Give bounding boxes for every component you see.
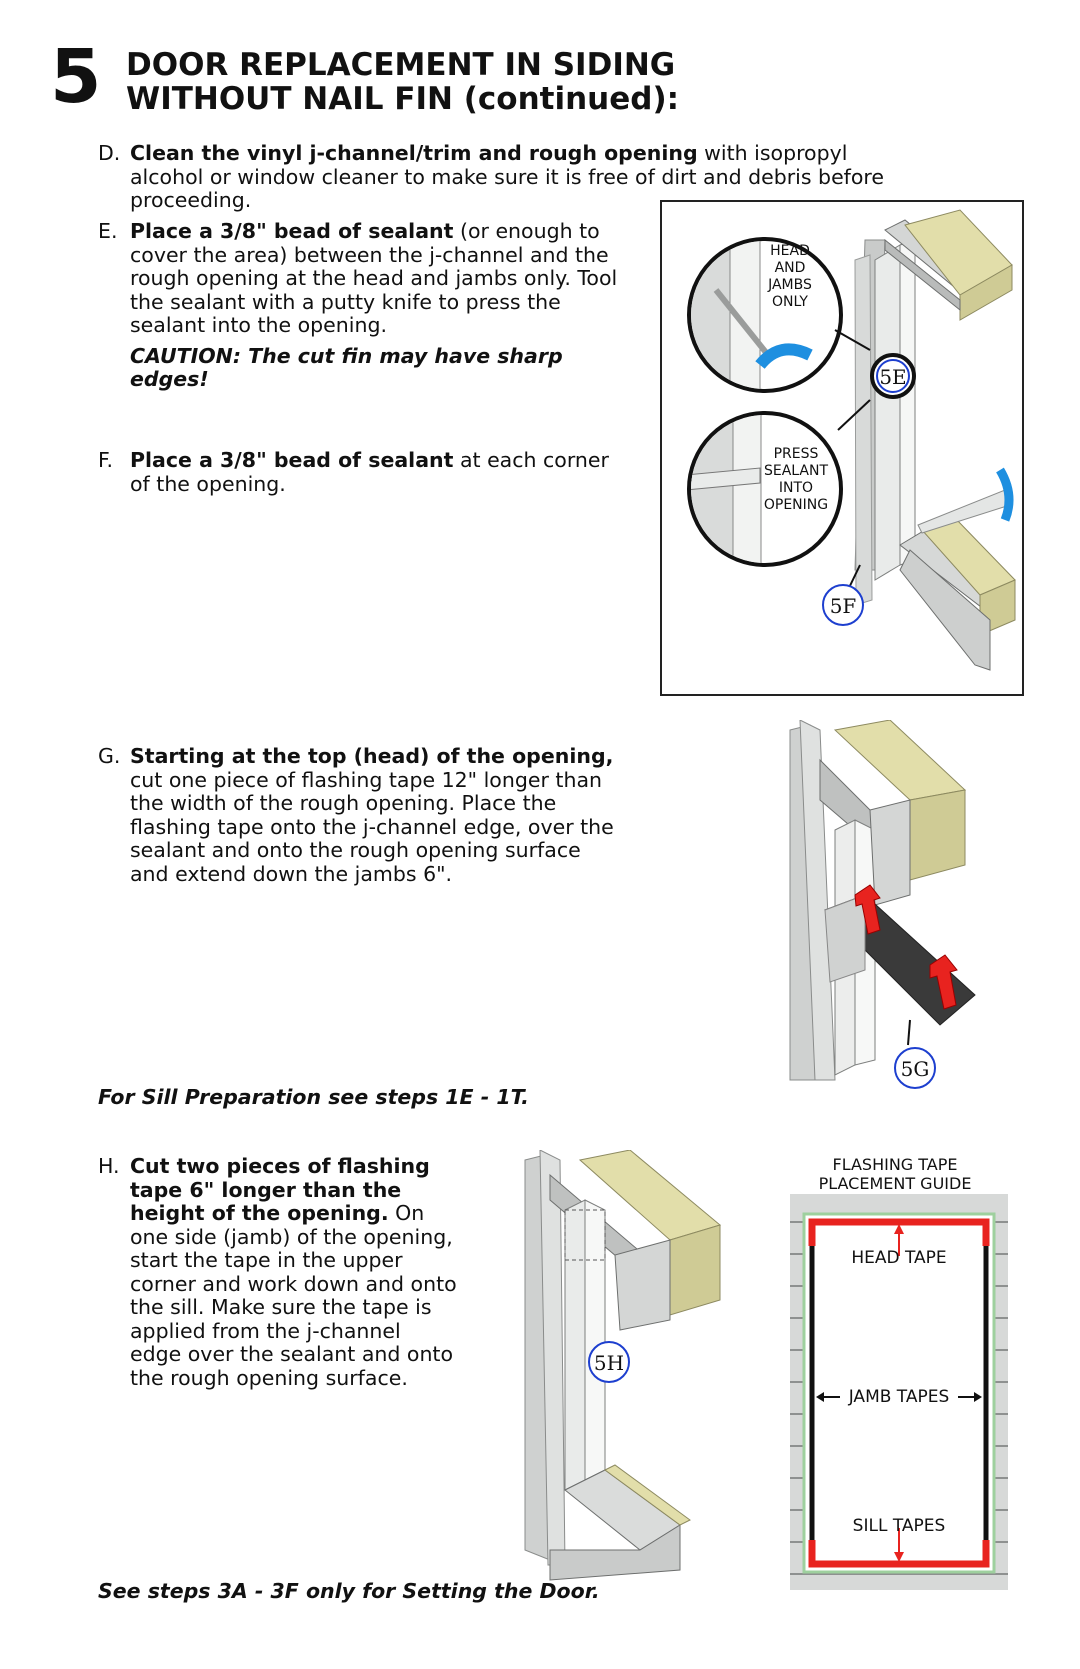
sealant-bead-icon [755, 343, 813, 370]
title-line-1: DOOR REPLACEMENT IN SIDING [126, 47, 676, 83]
step-e-bold: Place a 3/8" bead of sealant [130, 219, 454, 243]
step-f: F. Place a 3/8" bead of sealant at each … [98, 448, 618, 496]
red-arrow-icon [854, 884, 881, 935]
jamb-tapes-label: JAMB TAPES [848, 1387, 950, 1407]
figure-5h: 5H [524, 1150, 722, 1581]
step-letter: D. [98, 141, 121, 165]
head-tape-label: HEAD TAPE [851, 1248, 947, 1268]
door-setting-note: See steps 3A - 3F only for Setting the D… [98, 1579, 600, 1603]
placement-guide-title: FLASHING TAPE PLACEMENT GUIDE [790, 1155, 1000, 1193]
sill-tape-mark [808, 1540, 990, 1568]
guide-title-line-1: FLASHING TAPE [832, 1155, 958, 1174]
callout-5h: 5H [594, 1351, 624, 1375]
page-title: DOOR REPLACEMENT IN SIDING WITHOUT NAIL … [126, 48, 679, 116]
caution-note: CAUTION: The cut fin may have sharp edge… [130, 343, 563, 391]
step-letter: G. [98, 744, 121, 768]
step-h-text: On one side (jamb) of the opening, start… [130, 1201, 457, 1390]
step-h: H. Cut two pieces of flashing tape 6" lo… [98, 1154, 458, 1390]
callout-5g: 5G [901, 1057, 930, 1081]
callout-5f: 5F [830, 594, 857, 618]
step-g: G. Starting at the top (head) of the ope… [98, 744, 618, 886]
detail-top-label: HEAD AND JAMBS ONLY [768, 243, 812, 310]
sill-tapes-label: SILL TAPES [852, 1516, 946, 1536]
step-f-text: at each corner of the opening. [130, 448, 609, 496]
guide-title-line-2: PLACEMENT GUIDE [818, 1174, 972, 1193]
step-f-bold: Place a 3/8" bead of sealant [130, 448, 454, 472]
step-d: D. Clean the vinyl j-channel/trim and ro… [98, 141, 898, 213]
step-letter: H. [98, 1154, 120, 1178]
sealant-tube-icon [996, 467, 1014, 522]
step-letter: F. [98, 448, 114, 472]
step-d-bold: Clean the vinyl j-channel/trim and rough… [130, 141, 698, 165]
step-number: 5 [50, 34, 102, 120]
detail-bottom-label: PRESS SEALANT INTO OPENING [763, 446, 829, 513]
step-e: E. Place a 3/8" bead of sealant (or enou… [98, 219, 618, 392]
callout-5e: 5E [879, 365, 906, 389]
step-e-text: (or enough to cover the area) between th… [130, 219, 618, 337]
figure-5g: 5G [789, 720, 976, 1089]
figure-5e-5f: 5E 5F [660, 200, 1024, 696]
sill-prep-note: For Sill Preparation see steps 1E - 1T. [98, 1085, 529, 1109]
step-letter: E. [98, 219, 118, 243]
flashing-tape-guide [790, 1194, 1008, 1590]
step-h-bold: Cut two pieces of flashing tape 6" longe… [130, 1154, 430, 1225]
head-tape-mark [808, 1218, 990, 1246]
title-line-2: WITHOUT NAIL FIN (continued): [126, 81, 680, 117]
step-d-text: with isopropyl alcohol or window cleaner… [130, 141, 885, 212]
step-g-bold: Starting at the top (head) of the openin… [130, 744, 614, 768]
red-arrow-icon [929, 954, 958, 1010]
step-g-text: cut one piece of flashing tape 12" longe… [130, 767, 614, 886]
